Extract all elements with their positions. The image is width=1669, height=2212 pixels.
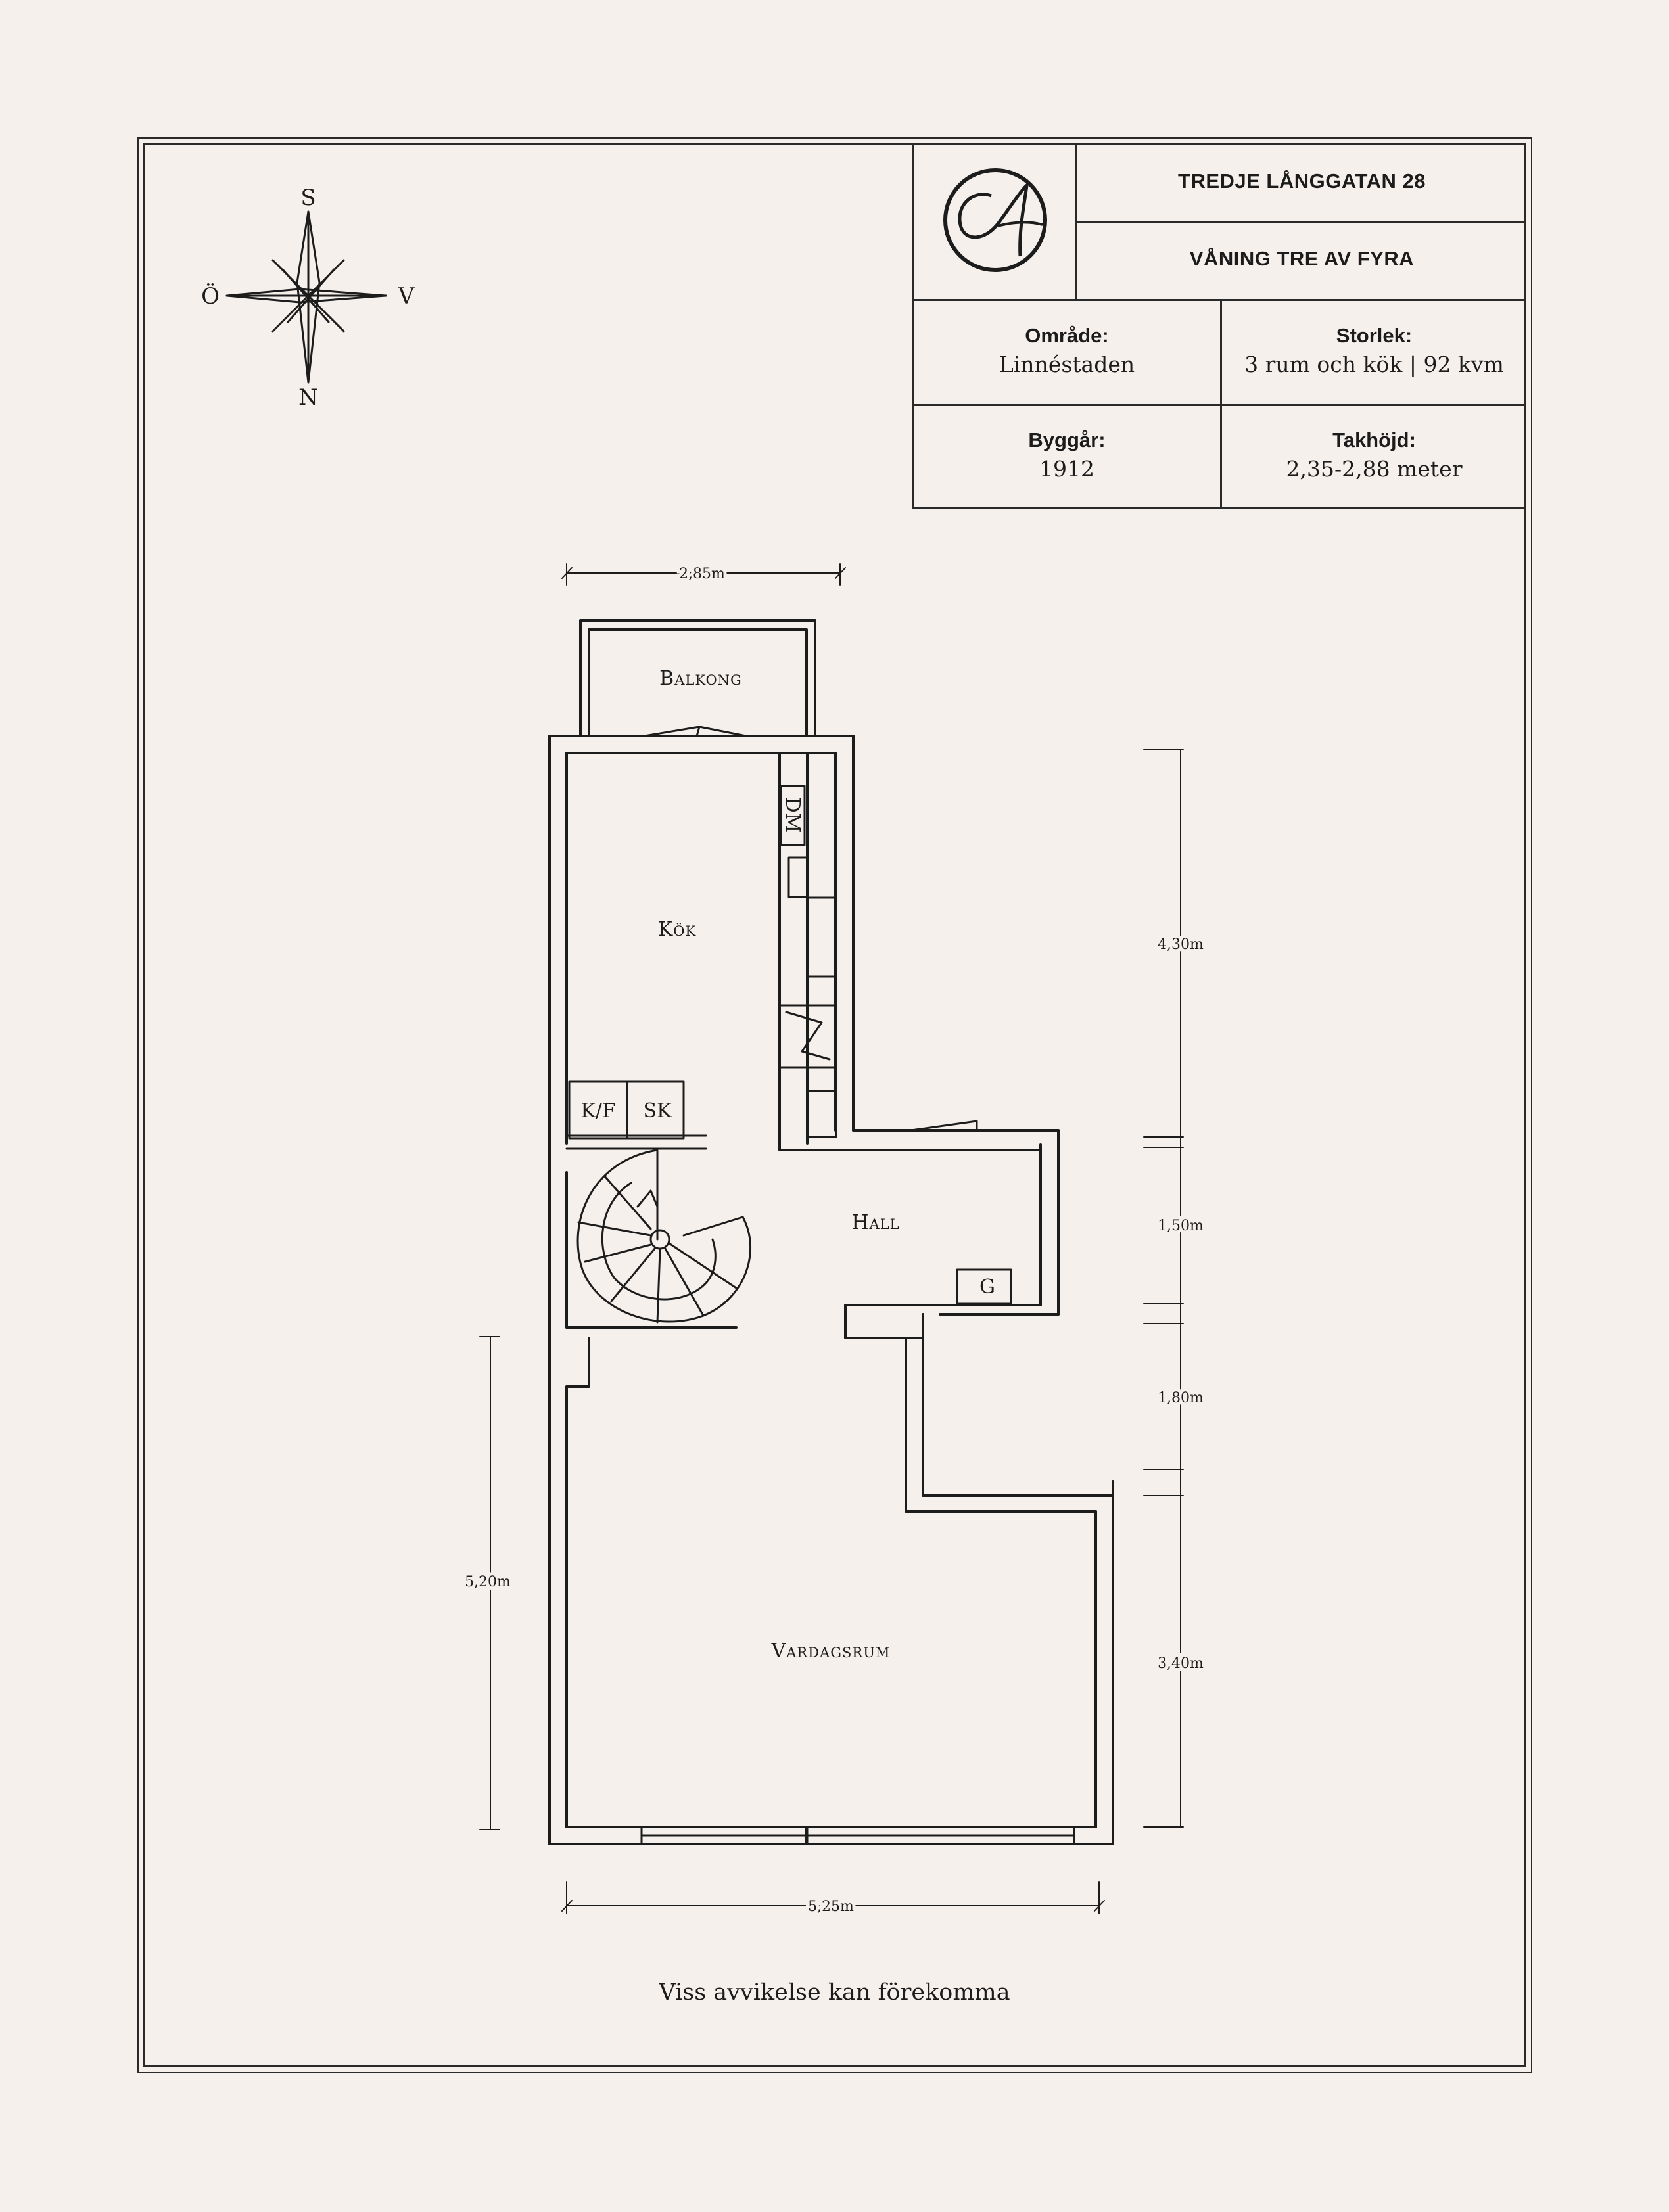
- compass-label-east: Ö: [201, 283, 220, 310]
- disclaimer-text: Viss avvikelse kan förekomma: [659, 1979, 1010, 2006]
- inner-frame: [143, 143, 1526, 2067]
- fixture-label-wardrobe: G: [979, 1276, 995, 1299]
- size-label: Storlek:: [1336, 324, 1413, 347]
- dimension-lines: [479, 563, 1184, 1914]
- height-value: 2,35-2,88 meter: [1286, 456, 1463, 482]
- dim-balcony-width: 2,85m: [679, 566, 725, 582]
- year-value: 1912: [1039, 456, 1094, 482]
- dim-hall-length: 1,50m: [1158, 1218, 1204, 1234]
- hall-door: [910, 1120, 978, 1132]
- room-label-hall: Hall: [851, 1211, 899, 1234]
- floor-title: VÅNING TRE AV FYRA: [1189, 247, 1415, 270]
- fixture-label-fridge: K/F: [580, 1099, 615, 1122]
- dim-kitchen-length: 4,30m: [1158, 936, 1204, 953]
- outer-walls: [548, 735, 1114, 1845]
- area-label: Område:: [1025, 324, 1109, 347]
- kitchen-fixtures: [568, 785, 837, 1140]
- spiral-stair-icon: [576, 1149, 752, 1324]
- dim-living-width: 5,25m: [808, 1899, 854, 1915]
- compass-rose-icon: [225, 210, 387, 384]
- compass-label-south: S: [300, 185, 316, 211]
- size-value: 3 rum och kök | 92 kvm: [1244, 352, 1504, 377]
- brand-logo-icon: [943, 168, 1047, 272]
- wardrobe-box: [956, 1268, 1012, 1305]
- compass-label-west: V: [398, 283, 415, 310]
- year-label: Byggår:: [1028, 428, 1106, 451]
- height-label: Takhöjd:: [1332, 428, 1416, 451]
- balcony-outline: [579, 619, 816, 736]
- fixture-label-dishwasher: DM: [781, 797, 804, 833]
- title-block: TREDJE LÅNGGATAN 28 VÅNING TRE AV FYRA O…: [912, 143, 1526, 509]
- balcony-door: [643, 726, 747, 737]
- windows: [640, 1826, 1075, 1845]
- dim-corridor-length: 1,80m: [1158, 1390, 1204, 1406]
- dim-living-length-left: 5,20m: [465, 1574, 511, 1590]
- compass-label-north: N: [298, 384, 318, 411]
- room-label-kitchen: Kök: [658, 918, 696, 941]
- area-value: Linnéstaden: [999, 352, 1135, 377]
- dim-living-length-right: 3,40m: [1158, 1655, 1204, 1672]
- fixture-label-cabinet: SK: [644, 1099, 672, 1122]
- outer-frame: [137, 137, 1532, 2073]
- room-label-balcony: Balkong: [659, 667, 742, 690]
- address-title: TREDJE LÅNGGATAN 28: [1178, 170, 1426, 193]
- room-label-living: Vardagsrum: [771, 1640, 891, 1663]
